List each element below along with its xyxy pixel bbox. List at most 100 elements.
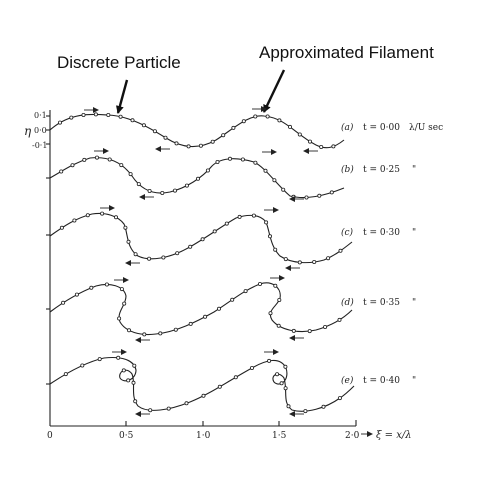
- particle-marker: [249, 365, 254, 370]
- particle-marker: [119, 287, 124, 292]
- particle-marker: [321, 404, 326, 409]
- approximated-filament-arrow: [262, 69, 286, 113]
- particle-marker: [268, 311, 273, 316]
- particle-marker: [276, 323, 281, 328]
- panel-d-time: t = 0·35: [363, 298, 400, 308]
- panel-e-unit: ": [412, 376, 416, 386]
- particle-marker: [166, 406, 171, 411]
- particle-marker: [160, 190, 165, 195]
- panel-b-label: (b): [341, 164, 354, 175]
- particle-marker: [121, 368, 126, 373]
- particle-marker: [188, 321, 193, 326]
- curve-b: [49, 157, 345, 199]
- particle-marker: [70, 163, 75, 168]
- particle-marker: [212, 229, 217, 234]
- panel-c-unit: ": [412, 228, 416, 238]
- particle-marker: [326, 256, 331, 261]
- particle-marker: [158, 331, 163, 336]
- particle-marker: [148, 408, 153, 413]
- curve-d: [49, 282, 353, 336]
- particle-marker: [127, 328, 132, 333]
- panel-a-unit: λ/U sec: [409, 123, 443, 133]
- x-tick-label-0-5: 0·5: [119, 431, 134, 441]
- x-tick-label-1-0: 1·0: [196, 431, 211, 441]
- particle-marker: [291, 328, 296, 333]
- particle-marker: [267, 234, 272, 239]
- particle-marker: [163, 135, 168, 140]
- particle-marker: [210, 139, 215, 144]
- particle-marker: [130, 118, 135, 123]
- particle-marker: [114, 215, 119, 220]
- particle-marker: [205, 168, 210, 173]
- y-tick-label-top: 0·1: [34, 111, 47, 120]
- panel-c-label: (c): [341, 227, 354, 238]
- particle-points: [58, 112, 343, 414]
- particle-marker: [227, 156, 232, 161]
- y-tick-label-zero: 0·0: [34, 126, 47, 135]
- particle-marker: [230, 297, 235, 302]
- particle-marker: [184, 401, 189, 406]
- particle-marker: [136, 182, 141, 187]
- particle-marker: [82, 157, 87, 162]
- particle-marker: [291, 194, 296, 199]
- particle-marker: [132, 363, 137, 368]
- particle-marker: [152, 129, 157, 134]
- particle-marker: [329, 190, 334, 195]
- particle-marker: [240, 157, 245, 162]
- y-tick-label-bottom: -0·1: [32, 141, 47, 150]
- particle-marker: [203, 314, 208, 319]
- particle-marker: [297, 132, 302, 137]
- particle-marker: [312, 259, 317, 264]
- particle-marker: [231, 125, 236, 130]
- particle-marker: [253, 160, 258, 165]
- particle-marker: [338, 248, 343, 253]
- particle-marker: [277, 118, 282, 123]
- particle-marker: [126, 239, 131, 244]
- particle-marker: [297, 260, 302, 265]
- panel-b-time: t = 0·25: [363, 165, 400, 175]
- particle-marker: [216, 306, 221, 311]
- particle-marker: [286, 404, 291, 409]
- particle-marker: [81, 113, 86, 118]
- particle-marker: [63, 372, 68, 377]
- particle-marker: [233, 375, 238, 380]
- particle-marker: [93, 112, 98, 117]
- discrete-particle-label: Discrete Particle: [57, 53, 181, 72]
- particle-marker: [303, 409, 308, 414]
- particle-marker: [253, 114, 258, 119]
- particle-marker: [200, 237, 205, 242]
- particle-marker: [80, 363, 85, 368]
- particle-marker: [74, 292, 79, 297]
- particle-marker: [277, 297, 282, 302]
- particle-marker: [106, 113, 111, 118]
- panel-a-label: (a): [341, 122, 354, 133]
- particle-marker: [128, 172, 133, 177]
- particle-marker: [307, 139, 312, 144]
- panel-labels: (a) t = 0·00 λ/U sec (b) t = 0·25 " (c) …: [341, 122, 443, 386]
- particle-marker: [279, 381, 284, 386]
- particle-marker: [337, 396, 342, 401]
- particle-marker: [283, 364, 288, 369]
- particle-marker: [337, 317, 342, 322]
- particle-marker: [97, 357, 102, 362]
- curve-c: [49, 212, 353, 264]
- particle-marker: [273, 247, 278, 252]
- particle-marker: [141, 123, 146, 128]
- particle-marker: [323, 324, 328, 329]
- particle-marker: [85, 213, 90, 218]
- particle-marker: [175, 251, 180, 256]
- particle-marker: [304, 195, 309, 200]
- curve-e: [49, 356, 355, 412]
- particle-marker: [122, 301, 127, 306]
- particle-marker: [172, 188, 177, 193]
- panel-c-time: t = 0·30: [363, 228, 400, 238]
- x-tick-label-2-0: 2·0: [345, 431, 360, 441]
- particle-marker: [116, 355, 121, 360]
- particle-marker: [243, 289, 248, 294]
- particle-marker: [188, 244, 193, 249]
- particle-marker: [147, 256, 152, 261]
- particle-marker: [281, 187, 286, 192]
- panel-e-label: (e): [341, 375, 354, 386]
